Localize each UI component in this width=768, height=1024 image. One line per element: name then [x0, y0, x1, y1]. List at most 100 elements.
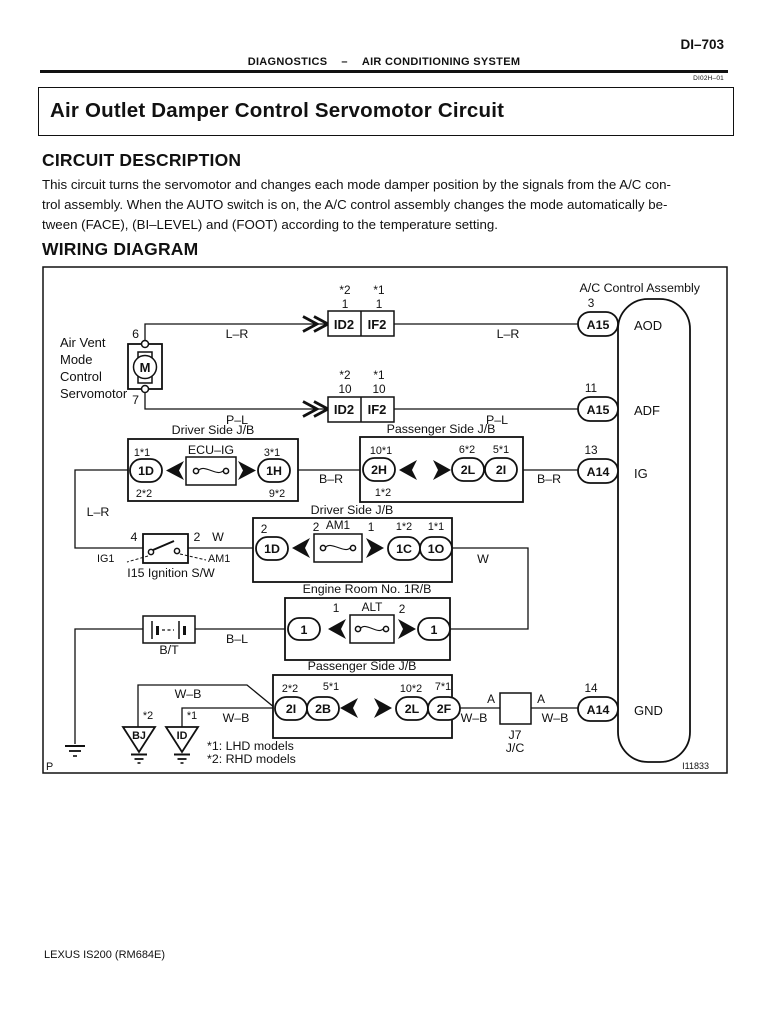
wire-label-br: B–R	[319, 472, 343, 486]
pin-4: 4	[131, 530, 138, 544]
fuse-label-am1: AM1	[326, 518, 350, 532]
wire-aod-left	[144, 323, 328, 341]
fuse-label-ecu-ig: ECU–IG	[188, 443, 234, 457]
pin-1: 1	[368, 520, 375, 534]
harness-if2: IF2	[368, 402, 387, 417]
wire-lr-bus	[74, 469, 143, 549]
label-driver-jb: Driver Side J/B	[311, 503, 394, 517]
fuse-end	[222, 467, 230, 475]
motor-symbol	[132, 354, 158, 380]
marker-star2: *2	[143, 710, 153, 722]
wiring-diagram-heading: WIRING DIAGRAM	[42, 239, 199, 259]
label-passenger-jb: Passenger Side J/B	[308, 659, 417, 673]
wire-label-bl: B–L	[226, 632, 248, 646]
header-dash: –	[341, 56, 348, 68]
label-ac-control-assembly: A/C Control Assembly	[579, 281, 700, 295]
label-servomotor: Mode	[60, 352, 93, 367]
signal-gnd: GND	[634, 703, 663, 718]
connector-2l	[451, 457, 485, 482]
fuse-end	[349, 544, 357, 552]
marker-star2: *2	[339, 368, 350, 382]
arrow-right-icon	[366, 538, 384, 558]
pin-6-star2: 6*2	[459, 444, 475, 456]
ground-icon	[174, 753, 190, 764]
fuse-element	[360, 625, 384, 632]
arrow-right-icon	[433, 460, 451, 480]
ac-control-assembly-body	[617, 298, 691, 763]
connector-a14-gnd	[577, 696, 619, 722]
pin-5-star1: 5*1	[493, 444, 509, 456]
fuse-end	[382, 625, 390, 633]
pin-3-star1: 3*1	[264, 447, 280, 459]
connector-a15-adf	[577, 396, 619, 422]
pin-a: A	[487, 692, 495, 706]
pin-6: 6	[132, 327, 139, 341]
pin-1-star1: 1*1	[428, 521, 444, 533]
wire-wb-bj	[137, 684, 276, 727]
pin-10-star2: 10*2	[400, 683, 422, 695]
pin-10-star1: 10*1	[370, 445, 392, 457]
ignition-switch-box	[142, 533, 189, 564]
wire-adf-left	[144, 391, 328, 410]
connector-a14-ig	[577, 458, 619, 484]
connector-2i	[484, 457, 518, 482]
harness-if2: IF2	[368, 317, 387, 332]
pin-7: 7	[132, 393, 139, 407]
connector-label-1d: 1D	[264, 542, 280, 556]
connector-1h	[257, 458, 291, 483]
header-section: DIAGNOSTICS	[247, 56, 328, 68]
chevron-icon	[302, 315, 320, 333]
wire-label-wb: W–B	[461, 711, 488, 725]
pin-2: 2	[194, 530, 201, 544]
arrow-left-icon	[292, 538, 310, 558]
wire-label-pl: P–L	[226, 413, 248, 427]
harness-id2: ID2	[334, 402, 354, 417]
connector-label-2b: 2B	[315, 702, 331, 716]
connector-label-2l: 2L	[405, 702, 420, 716]
ground-icon	[65, 745, 85, 757]
label-servomotor: Control	[60, 369, 102, 384]
wire-label-w: W	[212, 530, 224, 544]
connector-label-a14: A14	[587, 465, 610, 479]
page-title: Air Outlet Damper Control Servomotor Cir…	[50, 99, 505, 122]
arrow-left-icon	[399, 460, 417, 480]
note-rhd: *2: RHD models	[207, 752, 296, 766]
fuse-element	[325, 544, 351, 551]
pin-2-star2: 2*2	[136, 488, 152, 500]
wire-w	[450, 547, 529, 630]
arrow-left-icon	[166, 461, 184, 480]
title-box: Air Outlet Damper Control Servomotor Cir…	[38, 87, 734, 136]
wire-label-pl: P–L	[486, 413, 508, 427]
marker-star1: *1	[373, 368, 384, 382]
description-line: trol assembly. When the AUTO switch is o…	[42, 197, 668, 212]
wire-label-wb: W–B	[542, 711, 569, 725]
connector-label-1: 1	[431, 623, 438, 637]
label-jc: J/C	[506, 741, 525, 755]
label-engine-room-rb: Engine Room No. 1R/B	[303, 582, 432, 596]
ground-point-bj	[121, 726, 157, 754]
wire-label-lr: L–R	[497, 327, 520, 341]
figure-id: I11833	[682, 761, 709, 771]
arrow-left-icon	[328, 619, 346, 639]
page-marker-p: P	[46, 761, 53, 773]
ground-label-bj: BJ	[132, 730, 146, 742]
connector-label-a15: A15	[587, 318, 610, 332]
connector-1d	[129, 458, 163, 483]
chevron-icon	[302, 400, 320, 418]
pin-5-star1: 5*1	[323, 681, 339, 693]
motor-terminal-6	[140, 339, 150, 349]
connector-label-1c: 1C	[396, 542, 412, 556]
pin-2: 2	[399, 602, 406, 616]
doc-code: DI02H–01	[693, 75, 724, 82]
wire-label-lr: L–R	[226, 327, 249, 341]
note-lhd: *1: LHD models	[207, 739, 294, 753]
marker-star1: *1	[373, 283, 384, 297]
pin-2: 2	[313, 520, 320, 534]
pin-11: 11	[585, 381, 597, 395]
wire-wb-id	[181, 707, 275, 727]
connector-label-1h: 1H	[266, 464, 282, 478]
arrow-right-icon	[374, 698, 392, 718]
signal-aod: AOD	[634, 318, 662, 333]
leader-ig1	[126, 555, 149, 563]
page-number: DI–703	[680, 37, 724, 52]
